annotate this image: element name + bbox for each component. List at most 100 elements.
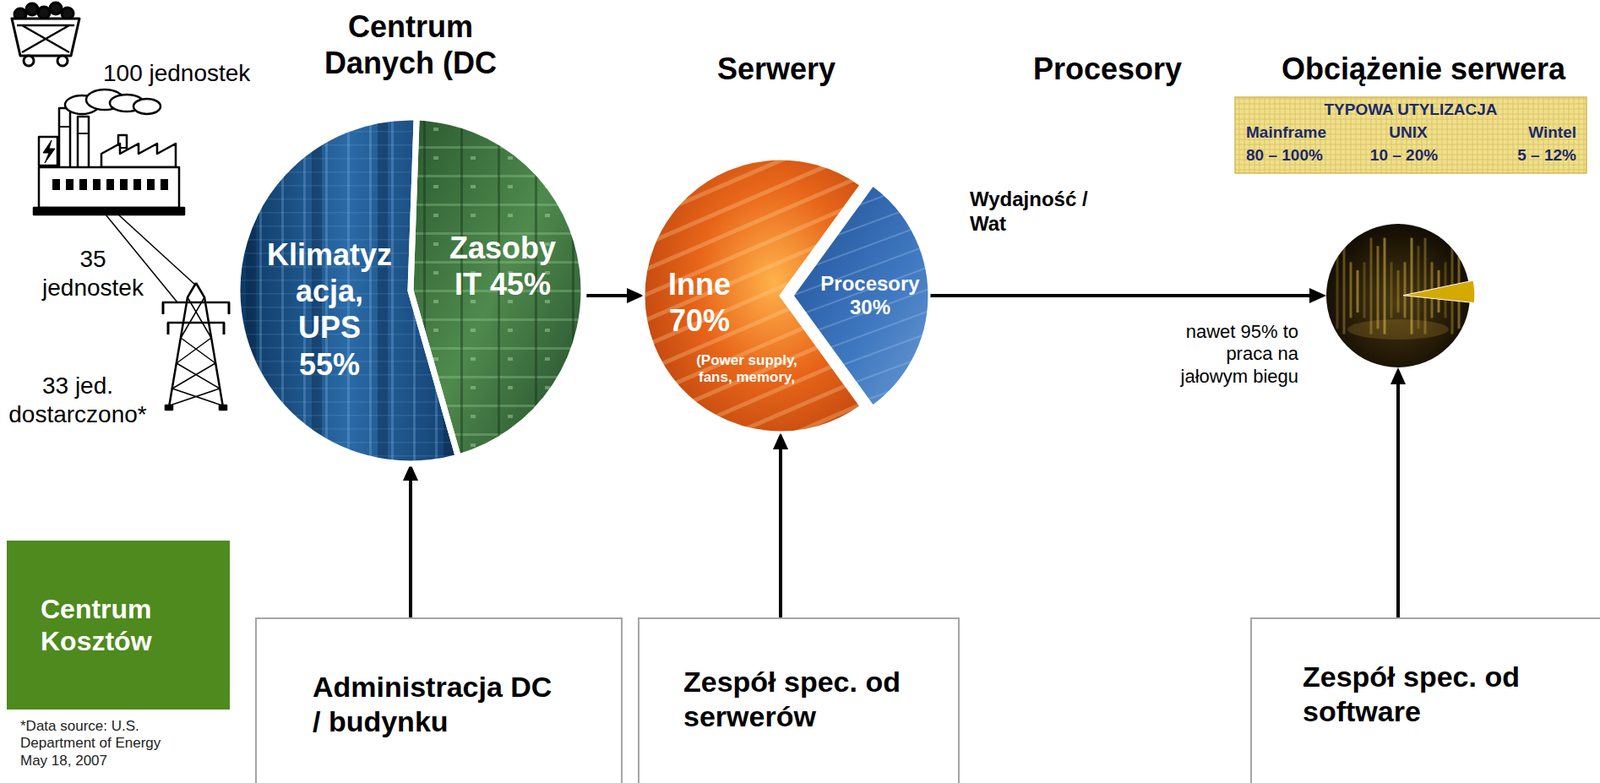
light-bar bbox=[1363, 261, 1366, 318]
utilization-slice bbox=[1403, 280, 1475, 304]
glow bbox=[1347, 319, 1449, 340]
column-heading: Centrum Danych (DC bbox=[317, 8, 504, 82]
window bbox=[146, 179, 155, 191]
panel-light bbox=[284, 328, 290, 332]
light-bar bbox=[1397, 270, 1400, 313]
rack-line bbox=[237, 401, 584, 403]
panel-light bbox=[507, 357, 513, 361]
panel-light bbox=[284, 386, 290, 390]
rack-line bbox=[237, 144, 584, 147]
panel-light bbox=[470, 185, 476, 189]
node-outline bbox=[1250, 50, 1597, 372]
panel-light bbox=[582, 357, 588, 361]
panel-light bbox=[247, 185, 253, 189]
panel-light bbox=[582, 386, 588, 390]
transmission-tower-icon bbox=[162, 282, 230, 410]
panel-light bbox=[582, 443, 588, 447]
panel-light bbox=[433, 443, 439, 447]
slice-label: Zasoby IT 45% bbox=[449, 229, 556, 303]
footnote: *Data source: U.S. Department of Energy … bbox=[20, 718, 173, 770]
team-box: Administracja DC / budynku bbox=[255, 617, 623, 783]
rack-band bbox=[377, 117, 388, 464]
panel-light bbox=[507, 156, 513, 160]
window bbox=[52, 179, 60, 191]
coal-lump bbox=[49, 2, 62, 15]
panel-light bbox=[284, 127, 290, 131]
rack-band bbox=[245, 117, 256, 464]
panel-light bbox=[544, 213, 550, 218]
box-title: Centrum Kosztów bbox=[40, 593, 153, 659]
slice-seam bbox=[792, 185, 930, 407]
connector-arrow bbox=[583, 293, 637, 298]
cart-frame bbox=[16, 25, 75, 53]
panel-light bbox=[544, 414, 550, 419]
light-streak bbox=[655, 179, 930, 281]
tower-insulator bbox=[163, 302, 229, 335]
rack-line bbox=[237, 441, 584, 444]
panel-line bbox=[237, 203, 584, 207]
light-bar bbox=[1349, 261, 1353, 318]
rack-line bbox=[391, 117, 394, 464]
light-streak bbox=[643, 50, 918, 169]
rack-line bbox=[237, 185, 584, 187]
team-box: Zespół spec. od serwerów bbox=[637, 617, 960, 783]
panel-light bbox=[359, 185, 365, 189]
slice-seam bbox=[643, 158, 861, 433]
tower-foot bbox=[165, 405, 173, 410]
panel-light bbox=[470, 414, 476, 419]
panel-light bbox=[582, 414, 588, 419]
rack-line bbox=[237, 306, 584, 309]
utilization-circle: Obciążenie serwera bbox=[1250, 50, 1597, 372]
panel-light bbox=[544, 386, 550, 390]
window bbox=[79, 179, 88, 191]
panel-light bbox=[507, 185, 513, 189]
column-heading: Obciążenie serwera bbox=[1281, 50, 1566, 88]
panel-light bbox=[433, 156, 439, 160]
panel-line bbox=[237, 375, 584, 379]
light-bar bbox=[1343, 238, 1346, 335]
column-heading: Serwery bbox=[717, 50, 836, 88]
panel-light bbox=[582, 127, 588, 131]
panel-light bbox=[396, 299, 402, 304]
table-cell: Wintel bbox=[1528, 123, 1577, 143]
panel-light bbox=[247, 299, 253, 304]
panel-light bbox=[284, 185, 290, 189]
panel-light bbox=[582, 185, 588, 189]
light-bar bbox=[1410, 238, 1414, 335]
panel-light bbox=[582, 242, 588, 246]
cart-body bbox=[11, 18, 80, 56]
light-bar bbox=[1424, 238, 1427, 335]
panel-light bbox=[396, 357, 402, 361]
slice-label: Inne 70% bbox=[668, 266, 731, 339]
panel-light bbox=[582, 213, 588, 218]
panel-light bbox=[359, 156, 365, 160]
rack-line bbox=[237, 387, 584, 390]
table-cell: 5 – 12% bbox=[1517, 146, 1577, 166]
panel-light bbox=[321, 127, 327, 131]
table-cell: UNIX bbox=[1388, 123, 1427, 143]
panel-light bbox=[582, 472, 588, 476]
coal-cart-icon bbox=[11, 2, 80, 66]
rack-line bbox=[237, 360, 584, 363]
rack-line bbox=[237, 374, 584, 376]
panel-light bbox=[396, 213, 402, 218]
pie-chart bbox=[237, 117, 588, 476]
pie-slice bbox=[237, 117, 458, 464]
panel-line bbox=[237, 174, 584, 178]
factory-base bbox=[33, 207, 185, 215]
panel-light bbox=[582, 328, 588, 332]
light-streak bbox=[643, 76, 918, 195]
slice-note: (Power supply, fans, memory, bbox=[691, 352, 803, 387]
window bbox=[133, 179, 142, 191]
slice-seam bbox=[410, 117, 584, 458]
panel-light bbox=[247, 414, 253, 419]
light-bar bbox=[1383, 238, 1387, 335]
light-bar bbox=[1390, 261, 1394, 318]
panel-light bbox=[470, 156, 476, 160]
panel-light bbox=[247, 472, 253, 476]
light-bar bbox=[1356, 270, 1360, 313]
slice-label: Procesory 30% bbox=[820, 272, 920, 319]
panel-light bbox=[433, 213, 439, 218]
panel-light bbox=[544, 328, 550, 332]
window bbox=[65, 179, 74, 191]
